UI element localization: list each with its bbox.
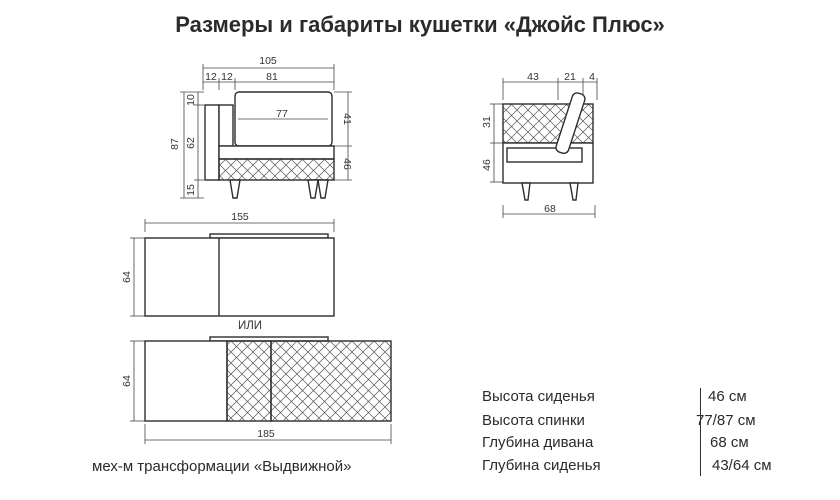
front-back-cushion-height: 41 — [341, 113, 353, 125]
side-view: 43 21 4 31 46 68 — [481, 71, 598, 218]
front-width-total: 105 — [259, 55, 277, 67]
spec-label: Глубина сиденья — [482, 457, 601, 474]
folded-outline — [144, 237, 335, 317]
spec-row: Высота сиденья 46 см — [482, 388, 802, 410]
front-armrest-a: 12 — [205, 71, 217, 83]
front-armrest-b: 12 — [221, 71, 233, 83]
extended-middle-hatch — [226, 340, 272, 422]
spec-label: Глубина дивана — [482, 434, 594, 451]
top-view-extended: 64 185 — [121, 336, 392, 444]
front-cushion-width: 77 — [276, 108, 288, 120]
front-leg-right — [317, 179, 329, 199]
extended-depth: 64 — [121, 375, 133, 387]
side-leg-left — [521, 182, 531, 201]
front-armrest-inner — [218, 104, 234, 147]
front-seat-board — [218, 145, 335, 160]
front-leg-left — [229, 179, 241, 199]
side-back-frame: 4 — [589, 71, 595, 83]
spec-value: 46 см — [708, 388, 747, 405]
spec-value: 43/64 см — [712, 457, 772, 474]
extended-right-hatch — [270, 340, 392, 422]
spec-value: 68 см — [710, 434, 749, 451]
front-back-gap: 10 — [185, 94, 197, 106]
extended-length: 185 — [257, 428, 275, 440]
extended-left-block — [144, 340, 228, 422]
side-leg-right — [569, 182, 579, 201]
side-back-height: 31 — [481, 116, 493, 128]
side-depth-total: 68 — [544, 203, 556, 215]
side-seat-depth: 43 — [527, 71, 539, 83]
front-leg-mid — [307, 179, 319, 199]
side-back-depth: 21 — [564, 71, 576, 83]
front-leg-height: 15 — [185, 184, 197, 196]
front-seat-hatch — [218, 158, 335, 181]
spec-label: Высота сиденья — [482, 388, 595, 405]
folded-length: 155 — [231, 211, 249, 223]
page-title: Размеры и габариты кушетки «Джойс Плюс» — [175, 12, 665, 37]
spec-value: 77/87 см — [696, 412, 756, 429]
front-view: 105 12 12 81 87 10 62 15 41 46 77 — [169, 55, 353, 199]
front-body-height: 62 — [185, 137, 197, 149]
front-height-total: 87 — [169, 138, 181, 150]
side-seat-height: 46 — [481, 159, 493, 171]
spec-row: Высота спинки 77/87 см — [482, 412, 802, 434]
spec-row: Глубина сиденья 43/64 см — [482, 457, 802, 479]
spec-label: Высота спинки — [482, 412, 585, 429]
spec-row: Глубина дивана 68 см — [482, 434, 802, 456]
folded-depth: 64 — [121, 271, 133, 283]
front-seat-width: 81 — [266, 71, 278, 83]
top-view-folded: 155 64 — [121, 211, 335, 317]
side-seat-cushion — [506, 147, 583, 163]
side-back-pillow — [555, 92, 586, 155]
specs-divider — [700, 388, 701, 476]
front-armrest-outer — [204, 104, 220, 181]
separator-or: ИЛИ — [238, 320, 262, 332]
transformation-caption: мех-м трансформации «Выдвижной» — [92, 458, 352, 475]
front-seat-height: 46 — [341, 158, 353, 170]
